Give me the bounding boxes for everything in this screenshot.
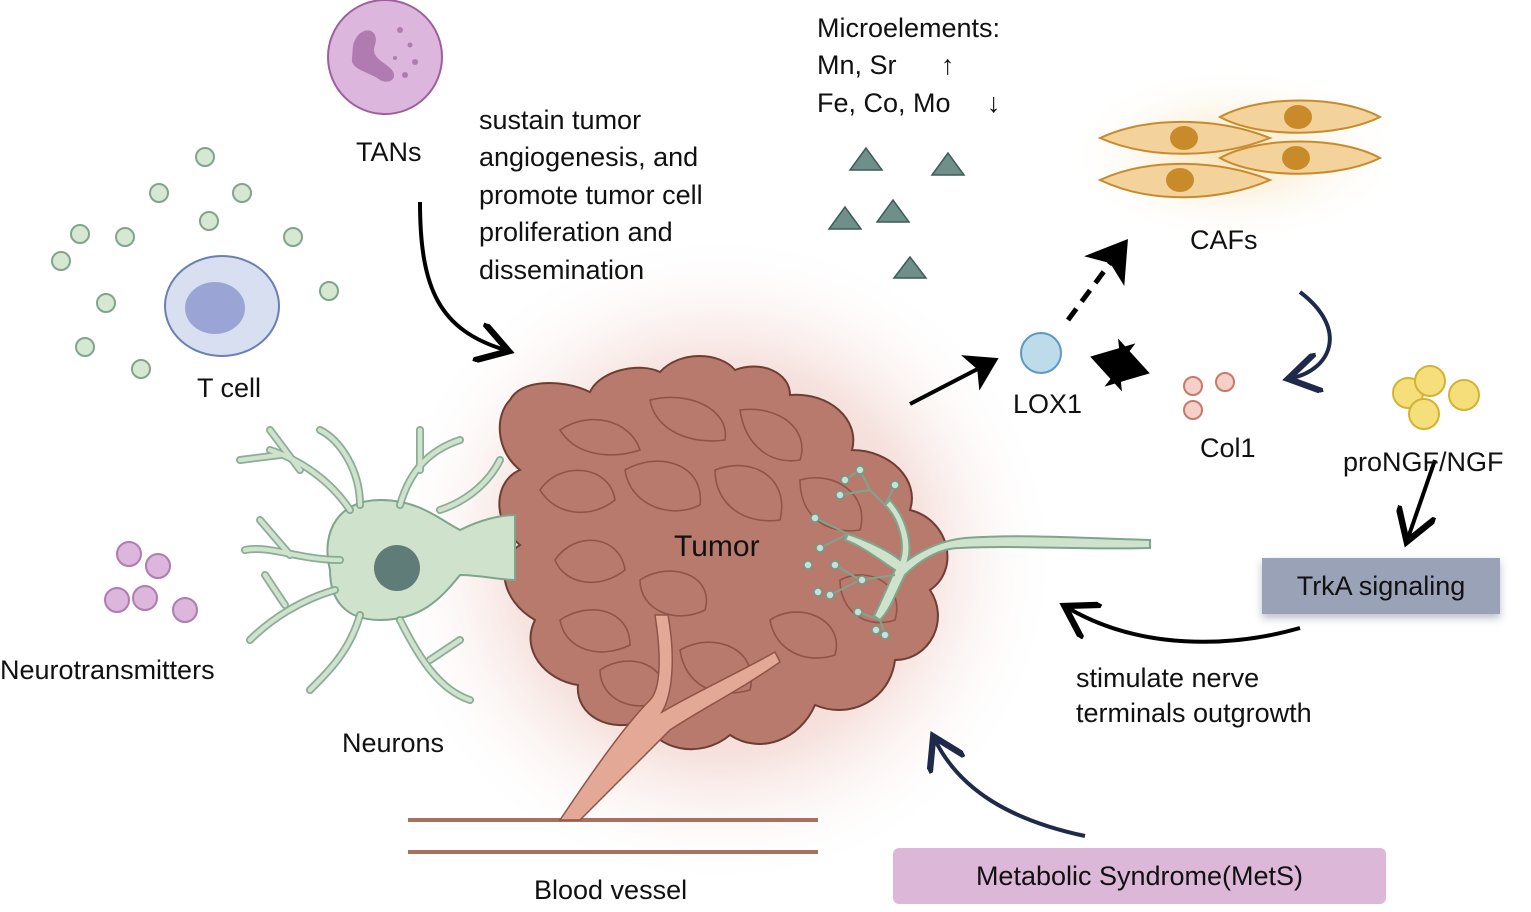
mets-to-tumor-arrow	[935, 740, 1086, 838]
tans-effect-line: promote tumor cell	[479, 179, 703, 210]
microelements-title: Microelements:	[817, 13, 1001, 43]
tans-effect-line: sustain tumor	[479, 105, 642, 135]
stimulate-text: stimulate nerve terminals outgrowth	[1076, 662, 1312, 730]
lox1-col1-arrow	[1090, 338, 1150, 392]
mets-label: Metabolic Syndrome(MetS)	[975, 860, 1304, 891]
cafs-to-col1-arrow	[1292, 290, 1332, 378]
neurotransmitter-icon	[104, 541, 198, 623]
col1-icon	[1183, 372, 1235, 420]
prongf-label: proNGF/NGF	[1343, 447, 1504, 477]
nerve-terminal-icon	[803, 465, 1151, 640]
down-arrow-icon: ↓	[987, 87, 1001, 118]
prongf-icon	[1392, 365, 1480, 430]
blood-vessel-icon	[408, 818, 818, 854]
tans-effect-text: sustain tumor angiogenesis, and promote …	[479, 104, 703, 286]
neurotransmitters-label: Neurotransmitters	[0, 655, 215, 685]
tans-icon	[327, 0, 443, 115]
vessel-branch-icon	[558, 614, 781, 821]
trka-signaling-label: TrkA signaling	[1296, 570, 1466, 601]
neurons-label: Neurons	[342, 728, 445, 758]
microelements-down-text: Fe, Co, Mo	[817, 87, 951, 118]
trka-signaling-box: TrkA signaling	[1262, 558, 1500, 614]
up-arrow-icon: ↑	[941, 50, 955, 81]
prongf-to-trka-arrow	[1408, 459, 1437, 538]
microelement-triangles-icon	[827, 146, 966, 279]
caf-nuclei-icon	[1166, 105, 1312, 192]
stimulate-line: stimulate nerve	[1076, 663, 1260, 693]
tans-to-tumor-arrow	[418, 201, 505, 350]
neuron-nucleus-icon	[374, 545, 420, 591]
tumor-to-lox1-arrow	[909, 355, 999, 406]
blood-vessel-label: Blood vessel	[534, 875, 688, 905]
lox1-to-cafs-arrow	[1065, 238, 1128, 322]
col1-label: Col1	[1200, 433, 1256, 463]
t-cell-label: T cell	[197, 373, 262, 403]
microelements-block: Microelements: Mn, Sr ↑ Fe, Co, Mo ↓	[817, 12, 1001, 119]
tumor-icon	[498, 355, 949, 751]
tumor-label: Tumor	[674, 530, 760, 563]
mets-box: Metabolic Syndrome(MetS)	[893, 848, 1386, 904]
cytokine-dots-icon	[51, 147, 339, 379]
trka-to-tumor-arrow	[1068, 608, 1301, 644]
tans-label: TANs	[356, 137, 422, 167]
neuron-icon	[236, 426, 516, 704]
cafs-label: CAFs	[1190, 225, 1258, 255]
lox1-label: LOX1	[1013, 389, 1083, 419]
t-cell-icon	[164, 255, 280, 357]
tans-effect-line: proliferation and	[479, 217, 673, 248]
lox1-icon	[1020, 332, 1062, 374]
microelements-up-text: Mn, Sr	[817, 50, 897, 81]
tans-effect-line: dissemination	[479, 254, 645, 285]
stimulate-line: terminals outgrowth	[1076, 698, 1312, 729]
tans-effect-line: angiogenesis, and	[479, 142, 699, 173]
